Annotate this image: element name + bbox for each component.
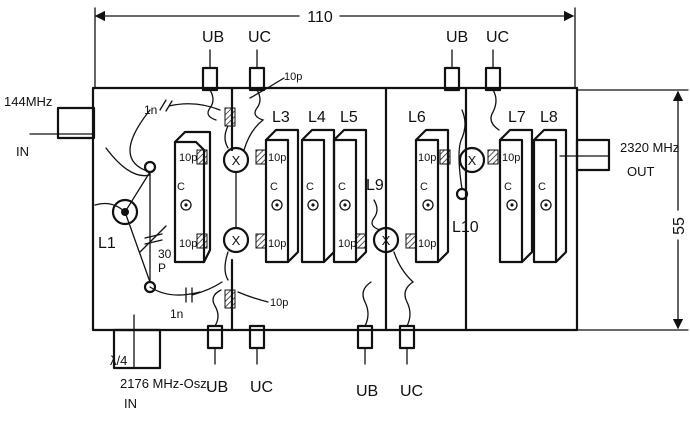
osc-freq-label: 2176 MHz-Osz. (120, 376, 210, 391)
c-mark-label: C (270, 181, 278, 193)
mixer-label: X (232, 233, 241, 248)
cap-1n-bottom-label: 1n (170, 307, 183, 321)
l8-label: L8 (540, 109, 558, 126)
resonator-l4: C L4 (300, 109, 336, 264)
dimension-width: 110 (94, 7, 576, 89)
mixer-label: X (232, 153, 241, 168)
resonator-l6: 10p 10p C L6 (405, 109, 451, 264)
ub-label: UB (356, 383, 378, 400)
c-mark-label: C (338, 181, 346, 193)
resonator-l3: 10p 10p C L3 (255, 109, 300, 264)
cap-10p-label: 10p (418, 238, 436, 250)
mixer-stage-1: X X (222, 107, 250, 309)
mixer-diode-icon (372, 226, 400, 254)
l5-label: L5 (340, 109, 358, 126)
cap-1n-top-label: 1n (144, 103, 157, 117)
coil-icon (393, 251, 415, 327)
mixer-diode-icon (458, 146, 486, 174)
cap-10p-label: 10p (179, 152, 197, 164)
l10-label: L10 (452, 219, 479, 236)
mixer-label: X (382, 233, 391, 248)
feedthrough-icon (248, 66, 266, 92)
l7-label: L7 (508, 109, 526, 126)
cap-10p-label: 10p (179, 238, 197, 250)
output-coax-connector: 2320 MHz OUT (559, 138, 679, 179)
uc-label: UC (400, 383, 423, 400)
dimension-width-label: 110 (307, 9, 333, 26)
osc-dir-label: IN (124, 396, 137, 411)
coil-icon (212, 289, 222, 327)
cap-10p-label: 10p (284, 71, 302, 83)
input-coax-connector: 144MHz IN (4, 94, 96, 159)
cap-10p-label: 10p (338, 238, 356, 250)
resonator-l8: C L8 (532, 109, 568, 264)
supply-feed-top-left: UB UC 10p (201, 29, 302, 151)
mixer-stage-3: X L10 UB UC (443, 29, 509, 236)
coil-icon (362, 281, 372, 327)
output-freq-label: 2320 MHz (620, 140, 679, 155)
feedthrough-icon (443, 66, 461, 92)
dimension-height-label: 55 (671, 217, 688, 235)
lambda-label: λ/4 (110, 353, 127, 368)
coupling-cap-top: 1n (144, 99, 221, 117)
feedthrough-icon (201, 66, 219, 92)
resonator-l2-group: 10p 10p C (173, 130, 212, 264)
feedthrough-icon (484, 66, 502, 92)
trimmer-value-label: 30 (158, 247, 172, 261)
oscillator-coax-connector: 2176 MHz-Osz. IN λ/4 (110, 314, 210, 411)
output-dir-label: OUT (627, 164, 655, 179)
l3-label: L3 (272, 109, 290, 126)
uc-label: UC (486, 29, 509, 46)
dimension-height: 55 (577, 89, 689, 331)
trimmer-unit-label: P (158, 261, 166, 275)
input-dir-label: IN (16, 144, 29, 159)
cap-10p-label: 10p (268, 152, 286, 164)
uc-label: UC (248, 29, 271, 46)
l4-label: L4 (308, 109, 326, 126)
cap-10p-label: 10p (270, 297, 288, 309)
mixer-stage-2: X L9 UB UC (356, 177, 423, 400)
coil-icon (458, 109, 466, 190)
enclosure-box (91, 86, 579, 332)
c-mark-label: C (177, 181, 185, 193)
c-mark-label: C (504, 181, 512, 193)
resonator-l5: C 10p L5 (332, 109, 368, 264)
uc-label: UC (250, 379, 273, 396)
l1-label: L1 (98, 235, 116, 252)
coupling-cap-bottom: 1n (170, 281, 223, 321)
c-mark-label: C (306, 181, 314, 193)
resonator-l7: 10p C L7 (498, 109, 534, 264)
coil-icon (207, 89, 217, 121)
cap-10p-label: 10p (418, 152, 436, 164)
ub-label: UB (446, 29, 468, 46)
bnc-connector-icon (111, 198, 139, 226)
input-tank-l1: L1 30 P (94, 109, 201, 296)
c-mark-label: C (538, 181, 546, 193)
l9-label: L9 (366, 177, 384, 194)
input-freq-label: 144MHz (4, 94, 52, 109)
cap-10p-label: 10p (268, 238, 286, 250)
cap-10p-label: 10p (502, 152, 520, 164)
coil-icon (490, 89, 500, 131)
ub-label: UB (202, 29, 224, 46)
trimmer-capacitor-icon (139, 225, 167, 253)
supply-feed-bottom-left: UB UC 10p (206, 289, 288, 396)
c-mark-label: C (420, 181, 428, 193)
l6-label: L6 (408, 109, 426, 126)
coil-icon (371, 199, 381, 231)
ub-label: UB (206, 379, 228, 396)
coil-icon (243, 89, 265, 151)
mixer-label: X (468, 153, 477, 168)
